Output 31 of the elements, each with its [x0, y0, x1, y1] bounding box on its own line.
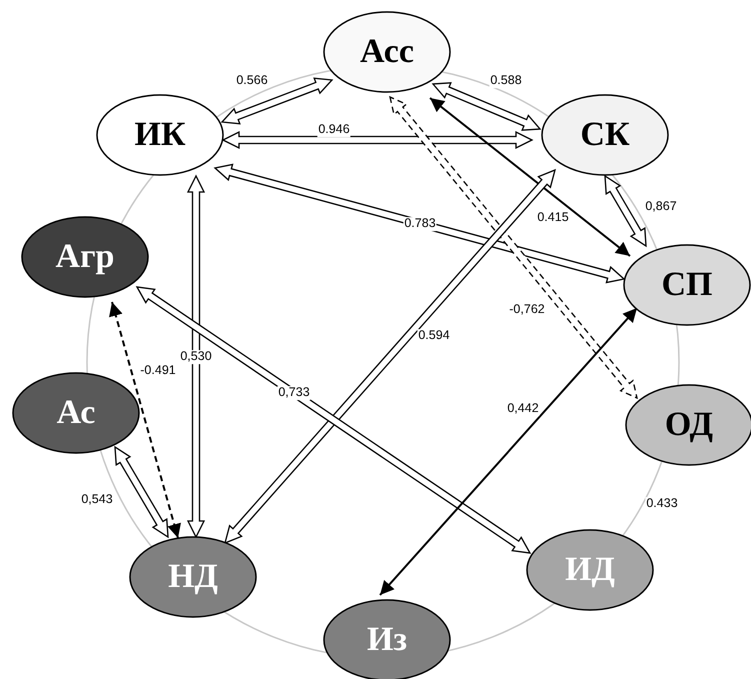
arrow	[186, 174, 206, 538]
edge-label: 0,733	[277, 386, 311, 400]
edge-label: 0,543	[80, 493, 114, 507]
arrow	[389, 96, 638, 400]
edge-label: 0,442	[506, 402, 540, 416]
edge-label: 0,867	[644, 200, 678, 214]
edge-label: -0,762	[508, 303, 546, 317]
node-label: Ас	[56, 396, 96, 430]
arrow	[432, 82, 542, 131]
arrow	[224, 168, 556, 544]
edge-label: 0.946	[317, 123, 351, 137]
node-label: Из	[366, 623, 408, 657]
arrow	[136, 286, 532, 554]
arrow	[379, 307, 638, 596]
node-label: НД	[168, 560, 218, 594]
arrow	[109, 302, 181, 538]
node-label: ИД	[565, 553, 615, 587]
edge-label: 0,530	[179, 350, 213, 364]
edge-label: 0.588	[489, 74, 523, 88]
node-label: Асс	[360, 35, 414, 69]
arrow	[222, 130, 534, 150]
node-label: Агр	[56, 240, 114, 274]
node-label: ОД	[664, 408, 714, 442]
arrow	[604, 174, 647, 248]
node-label: СП	[662, 268, 712, 302]
arrow	[429, 97, 631, 257]
arrow	[114, 446, 169, 538]
edge-label: 0.783	[403, 217, 437, 231]
arrow	[220, 77, 334, 125]
node-label: ИК	[134, 118, 186, 152]
node-label: СК	[580, 118, 630, 152]
